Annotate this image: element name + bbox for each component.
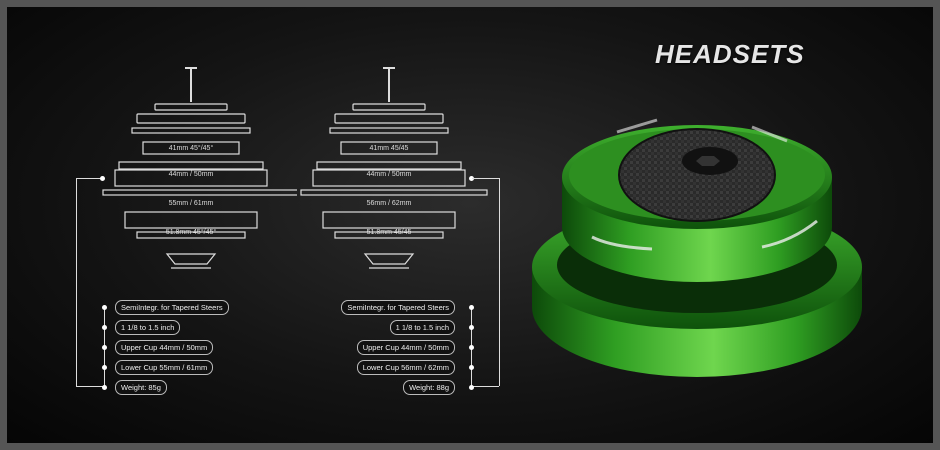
left-connector-dot: [100, 176, 105, 181]
left-headset-diagram: 41mm 45°/45° 44mm / 50mm 55mm / 61mm 51.…: [97, 62, 297, 292]
right-headset-diagram: 41mm 45/45 44mm / 50mm 56mm / 62mm 51.8m…: [297, 62, 497, 292]
left-cup-label-3: 55mm / 61mm: [168, 200, 214, 207]
left-exploded-view: [102, 67, 297, 269]
left-connector-top: [76, 178, 103, 179]
left-spec-dot-2: [102, 325, 107, 330]
right-spec-dot-3: [469, 345, 474, 350]
left-cup-label-1: 41mm 45°/45°: [168, 145, 214, 152]
right-exploded-view: [300, 67, 488, 269]
left-spec-dot-1: [102, 305, 107, 310]
right-spec-dot-2: [469, 325, 474, 330]
right-cup-label-1: 41mm 45/45: [369, 145, 409, 152]
right-spec-size: 1 1/8 to 1.5 inch: [389, 320, 455, 335]
left-spec-size: 1 1/8 to 1.5 inch: [115, 320, 181, 335]
left-spec-dot-5: [102, 385, 107, 390]
left-spec-dot-3: [102, 345, 107, 350]
right-cup-label-4: 51.8mm 45/45: [366, 229, 412, 236]
left-spec-upper-cup: Upper Cup 44mm / 50mm: [115, 340, 214, 355]
right-cup-label-2: 44mm / 50mm: [366, 171, 412, 178]
left-spec-dot-4: [102, 365, 107, 370]
right-connector-bottom: [472, 386, 499, 387]
left-cup-label-2: 44mm / 50mm: [168, 171, 214, 178]
right-connector-top: [472, 178, 499, 179]
right-spec-upper-cup: Upper Cup 44mm / 50mm: [356, 340, 455, 355]
headset-render: [532, 118, 862, 377]
left-cup-label-4: 51.8mm 45°/45°: [165, 229, 217, 236]
headsets-banner: HEADSETS 41mm 45°/45° 44mm / 50mm 55mm /…: [7, 7, 933, 443]
right-spec-dot-5: [469, 385, 474, 390]
right-connector-vertical: [499, 178, 500, 386]
right-connector-dot: [469, 176, 474, 181]
right-spec-lower-cup: Lower Cup 56mm / 62mm: [356, 360, 455, 375]
left-connector-vertical: [76, 178, 77, 386]
left-spec-tapered: SemiIntegr. for Tapered Steers: [115, 300, 229, 315]
right-spec-dot-4: [469, 365, 474, 370]
page-title: HEADSETS: [655, 39, 805, 69]
right-spec-dot-1: [469, 305, 474, 310]
green-headset-product-image: [522, 77, 862, 412]
left-connector-bottom: [76, 386, 103, 387]
right-spec-weight: Weight: 88g: [403, 380, 455, 395]
right-cup-label-3: 56mm / 62mm: [366, 200, 412, 207]
left-spec-weight: Weight: 85g: [115, 380, 167, 395]
left-spec-lower-cup: Lower Cup 55mm / 61mm: [115, 360, 214, 375]
right-spec-tapered: SemiIntegr. for Tapered Steers: [341, 300, 455, 315]
